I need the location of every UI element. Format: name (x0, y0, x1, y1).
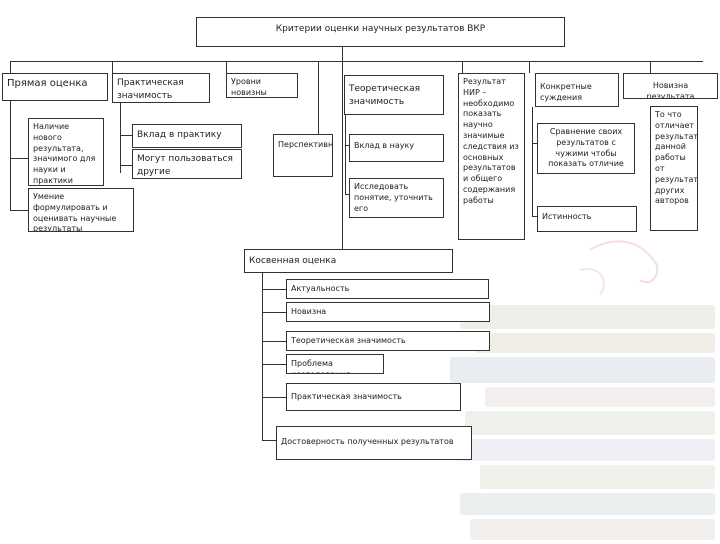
connector (342, 47, 343, 62)
indirect-item-reliability: Достоверность полученных результатов (276, 426, 472, 460)
connector (262, 273, 263, 441)
novelty-description-box: То что отличает результат данной работы … (650, 106, 698, 231)
concrete-judgements-box: Конкретные суждения (535, 73, 619, 107)
connector (262, 312, 286, 313)
connector (462, 61, 463, 73)
connector (10, 61, 703, 62)
connector (529, 61, 530, 73)
indirect-item-theoretical: Теоретическая значимость (286, 331, 490, 351)
connector (342, 61, 343, 249)
indirect-item-novelty: Новизна (286, 302, 490, 322)
connector (120, 135, 132, 136)
practice-contribution-box: Вклад в практику (132, 124, 242, 148)
connector (262, 364, 286, 365)
indirect-item-problem: Проблема исследования (286, 354, 384, 374)
compare-results-box: Сравнение своих результатов с чужими что… (537, 123, 635, 174)
connector (262, 341, 286, 342)
connector (650, 61, 651, 73)
connector (112, 61, 113, 73)
connector (262, 440, 276, 441)
indirect-item-relevance: Актуальность (286, 279, 489, 299)
others-can-use-box: Могут пользоваться другие (132, 149, 242, 179)
prospects-box: Перспективность (273, 134, 333, 177)
research-result-box: Результат НИР – необходимо показать науч… (458, 73, 525, 240)
connector (345, 115, 346, 195)
connector (318, 61, 319, 134)
diagram-title-box: Критерии оценки научных результатов ВКР (196, 17, 565, 47)
investigate-concept-box: Исследовать понятие, уточнить его (349, 178, 444, 218)
connector (120, 165, 132, 166)
result-novelty-box: Новизна результата (623, 73, 718, 99)
connector (226, 61, 227, 73)
indirect-assessment-box: Косвенная оценка (244, 249, 453, 273)
direct-new-result-box: Наличие нового результата, значимого для… (28, 118, 104, 186)
indirect-item-practical: Практическая значимость (286, 383, 461, 411)
book-stack-illustration (440, 210, 720, 540)
truthfulness-box: Истинность (537, 206, 637, 232)
connector (262, 289, 286, 290)
connector (10, 158, 28, 159)
direct-assessment-box: Прямая оценка (2, 73, 108, 101)
connector (120, 101, 121, 173)
science-contribution-box: Вклад в науку (349, 134, 444, 162)
connector (532, 107, 533, 217)
theoretical-significance-box: Теоретическая значимость (344, 75, 444, 115)
connector (262, 397, 286, 398)
direct-formulate-results-box: Умение формулировать и оценивать научные… (28, 188, 134, 232)
novelty-levels-box: Уровни новизны (226, 73, 298, 98)
practical-significance-box: Практическая значимость (112, 73, 210, 103)
connector (10, 210, 28, 211)
